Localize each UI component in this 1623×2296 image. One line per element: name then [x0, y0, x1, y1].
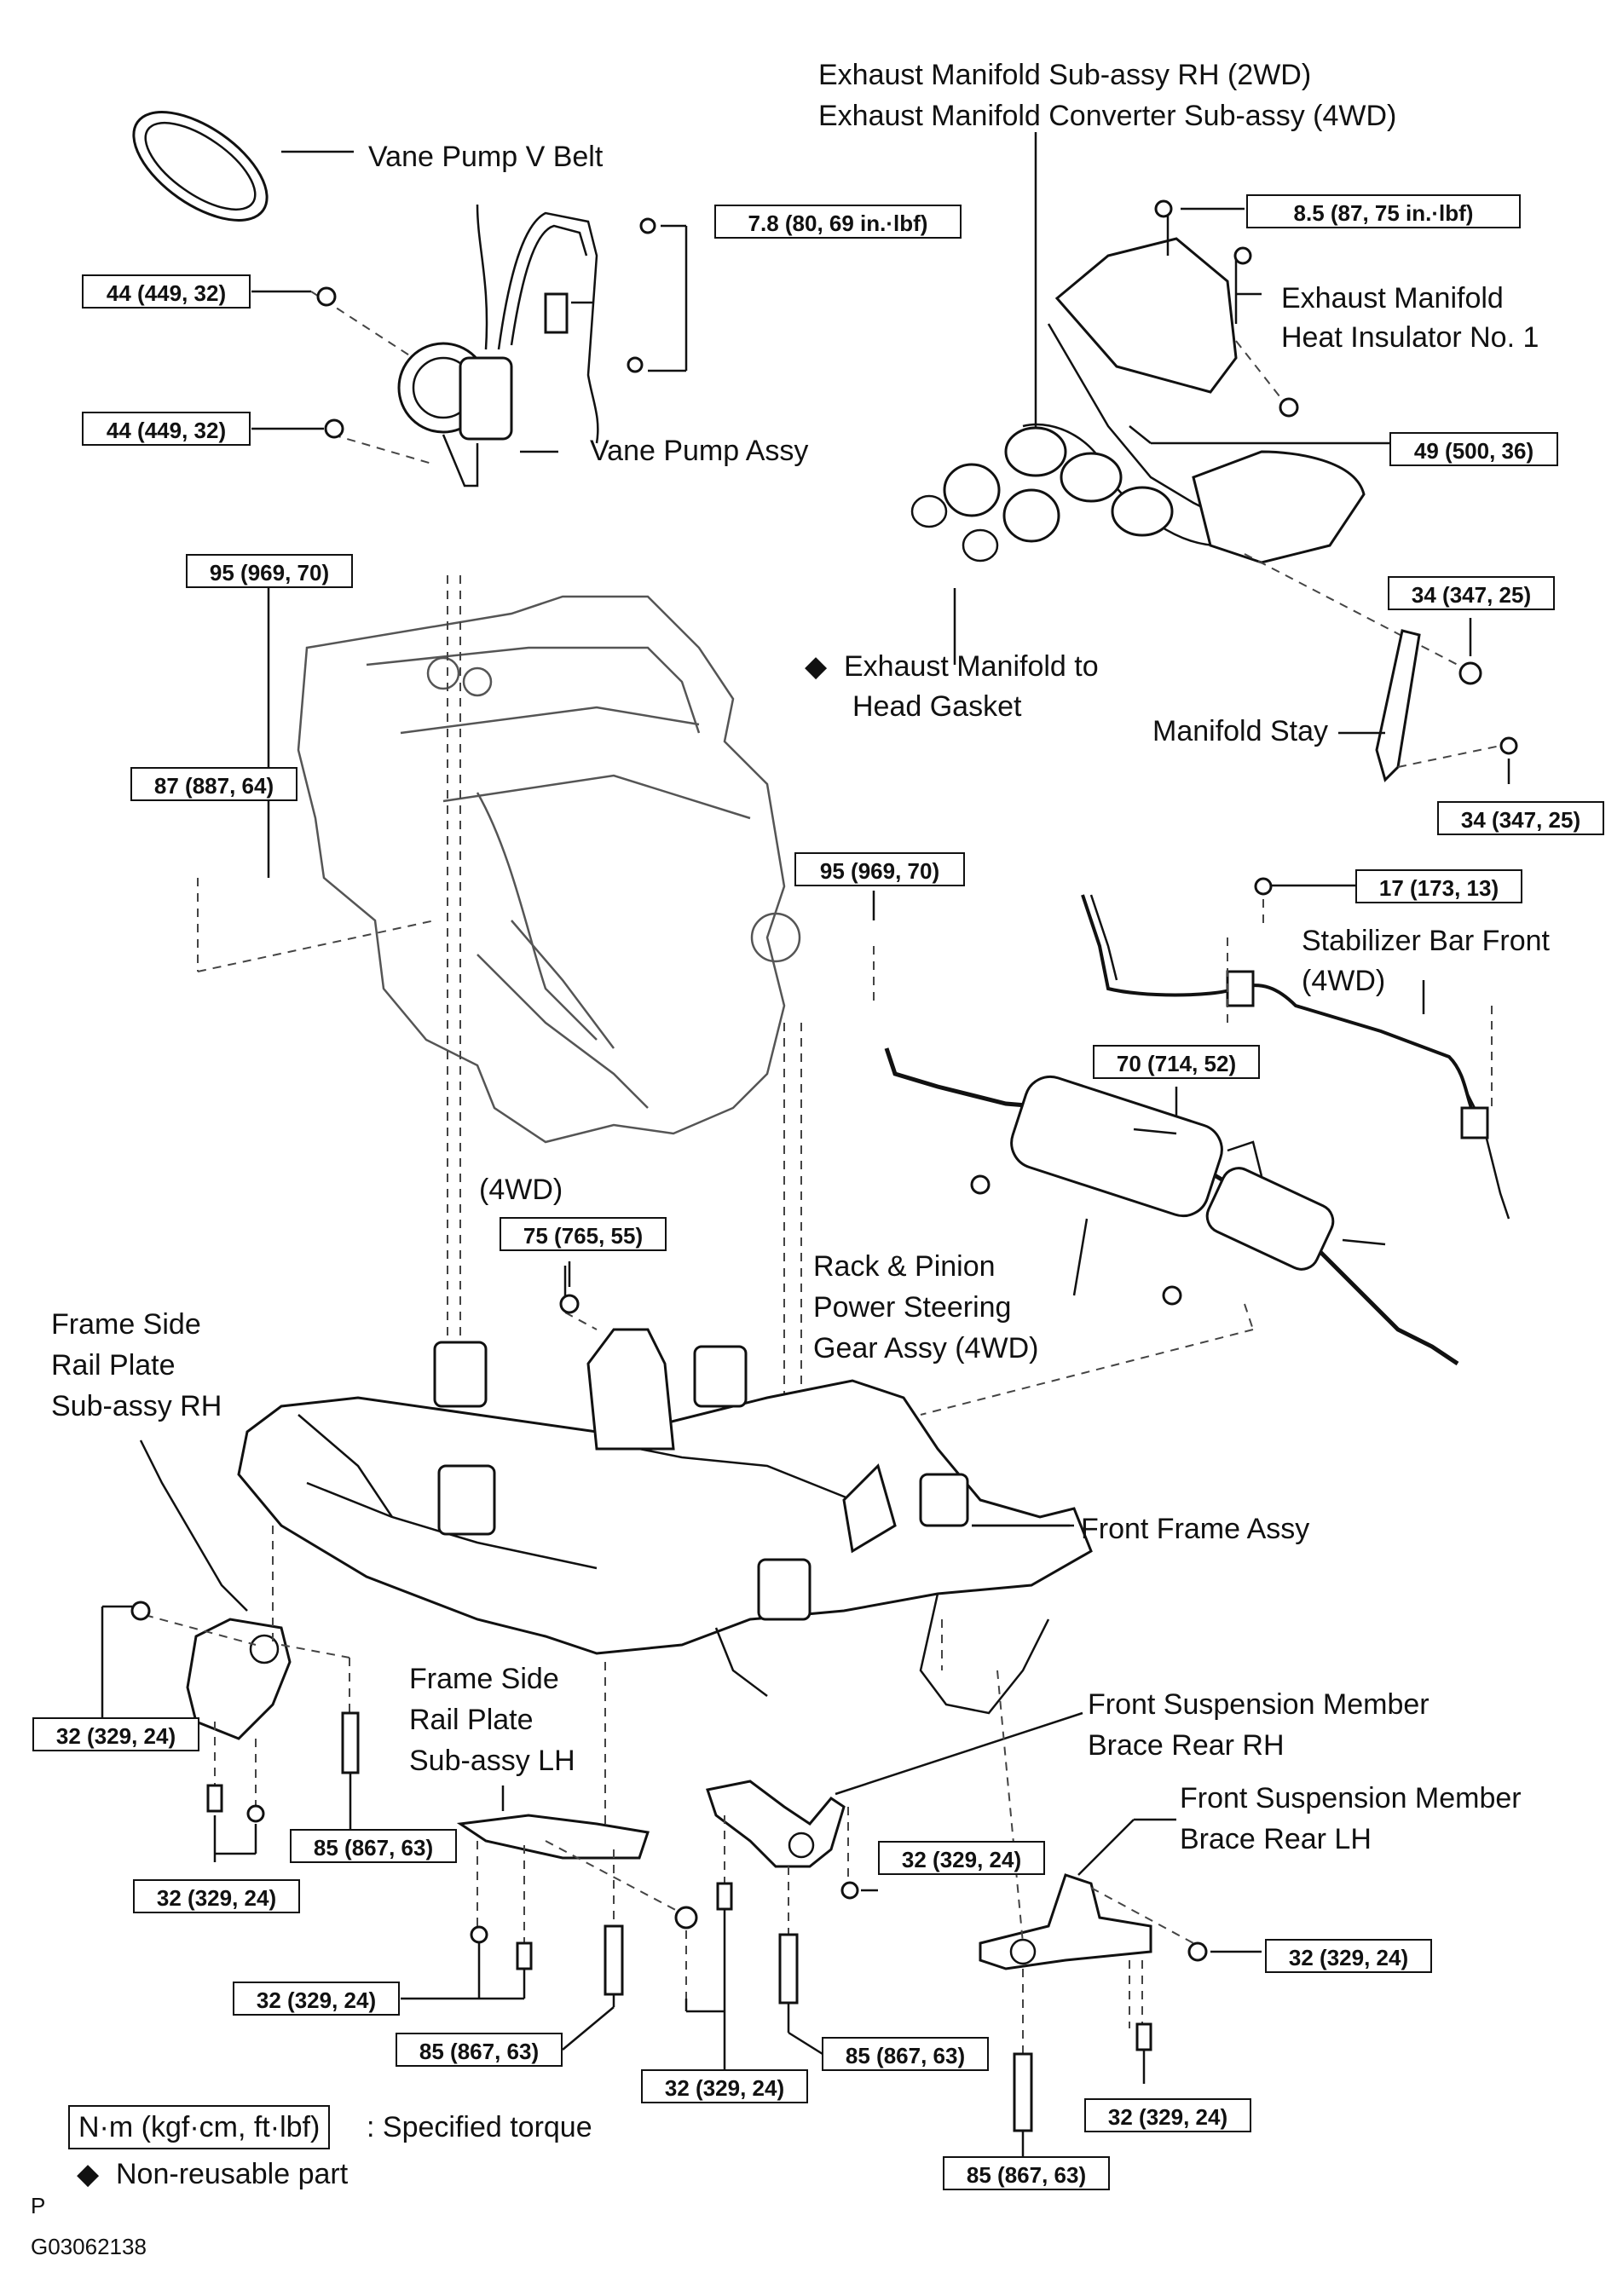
brace-rh-label-line1: Front Suspension Member — [1088, 1688, 1430, 1721]
vane-pump-drawing — [251, 204, 688, 487]
torque-box: 34 (347, 25) — [1388, 576, 1555, 610]
rack-label-line2: Power Steering — [813, 1291, 1012, 1324]
torque-box: 44 (449, 32) — [82, 274, 251, 309]
vane-pump-v-belt-label: Vane Pump V Belt — [368, 141, 604, 173]
gasket-label-line2: Head Gasket — [852, 690, 1022, 723]
nonreusable-legend-label: Non-reusable part — [116, 2158, 349, 2190]
gasket-label-line1: Exhaust Manifold to — [844, 650, 1099, 683]
nonreusable-diamond-icon: ◆ — [77, 2158, 100, 2190]
exhaust-manifold-converter-label: Exhaust Manifold Converter Sub-assy (4WD… — [818, 100, 1397, 132]
exhaust-manifold-drawing — [910, 132, 1518, 784]
torque-box: 32 (329, 24) — [878, 1841, 1045, 1875]
heat-insulator-label-line2: Heat Insulator No. 1 — [1281, 321, 1539, 354]
figure-code: G03062138 — [31, 2234, 147, 2259]
torque-box: 87 (887, 64) — [130, 767, 297, 801]
mount-guide-lines — [197, 571, 875, 1534]
torque-box: 32 (329, 24) — [233, 1982, 400, 2016]
frame-lh-label-line1: Frame Side — [409, 1663, 559, 1695]
torque-box: 32 (329, 24) — [133, 1879, 300, 1913]
stabilizer-bar-drawing — [1081, 877, 1510, 1220]
torque-box: 32 (329, 24) — [1084, 2098, 1251, 2132]
frame-rh-label-line1: Frame Side — [51, 1308, 201, 1341]
gasket-diamond-icon: ◆ — [805, 650, 828, 683]
footer-p: P — [31, 2193, 46, 2218]
torque-unit-legend-desc: : Specified torque — [367, 2111, 592, 2143]
brace-rh-drawing — [684, 1711, 1083, 2071]
steering-rack-drawing — [884, 1047, 1459, 1416]
manifold-stay-label: Manifold Stay — [1152, 715, 1328, 747]
torque-box: 32 (329, 24) — [641, 2069, 808, 2103]
vane-pump-assy-label: Vane Pump Assy — [590, 435, 809, 467]
rack-label-line3: Gear Assy (4WD) — [813, 1332, 1039, 1364]
engine-drawing — [297, 595, 801, 1144]
torque-box: 70 (714, 52) — [1093, 1045, 1260, 1079]
exhaust-manifold-sub-assy-label: Exhaust Manifold Sub-assy RH (2WD) — [818, 59, 1312, 91]
front-frame-drawing — [237, 1328, 1093, 1715]
torque-box: 49 (500, 36) — [1389, 432, 1558, 466]
torque-box: 95 (969, 70) — [794, 852, 965, 886]
stabilizer-label-line2: (4WD) — [1302, 965, 1386, 997]
rack-label-line1: Rack & Pinion — [813, 1250, 996, 1283]
torque-box: 7.8 (80, 69 in.·lbf) — [714, 205, 962, 239]
torque-box: 95 (969, 70) — [186, 554, 353, 588]
brace-lh-drawing — [941, 1619, 1262, 2156]
brace-lh-label-line1: Front Suspension Member — [1180, 1782, 1522, 1814]
front-frame-assy-label: Front Frame Assy — [1081, 1513, 1310, 1545]
mount-4wd-label: (4WD) — [479, 1174, 563, 1206]
rail-plate-lh-drawing — [401, 1662, 698, 2051]
torque-box: 44 (449, 32) — [82, 412, 251, 446]
frame-lh-label-line3: Sub-assy LH — [409, 1745, 575, 1777]
brace-lh-label-line2: Brace Rear LH — [1180, 1823, 1372, 1855]
torque-box: 17 (173, 13) — [1355, 869, 1522, 903]
torque-box: 75 (765, 55) — [500, 1217, 667, 1251]
frame-rh-label-line3: Sub-assy RH — [51, 1390, 222, 1422]
torque-box: 85 (867, 63) — [822, 2037, 989, 2071]
frame-rh-label-line2: Rail Plate — [51, 1349, 176, 1382]
brace-rh-label-line2: Brace Rear RH — [1088, 1729, 1285, 1762]
torque-box: 85 (867, 63) — [396, 2033, 563, 2067]
torque-box: 32 (329, 24) — [32, 1717, 199, 1751]
torque-box: 34 (347, 25) — [1437, 801, 1604, 835]
stabilizer-label-line1: Stabilizer Bar Front — [1302, 925, 1550, 957]
torque-unit-legend-box: N·m (kgf·cm, ft·lbf) — [68, 2105, 331, 2149]
torque-box: 32 (329, 24) — [1265, 1939, 1432, 1973]
rail-plate-rh-drawing — [101, 1439, 360, 1862]
torque-box: 85 (867, 63) — [290, 1829, 457, 1863]
frame-lh-label-line2: Rail Plate — [409, 1704, 534, 1736]
mount-4wd-drawing — [559, 1261, 580, 1314]
heat-insulator-label-line1: Exhaust Manifold — [1281, 282, 1504, 314]
torque-box: 8.5 (87, 75 in.·lbf) — [1246, 194, 1521, 228]
torque-box: 85 (867, 63) — [943, 2156, 1110, 2190]
v-belt-drawing — [132, 111, 354, 222]
